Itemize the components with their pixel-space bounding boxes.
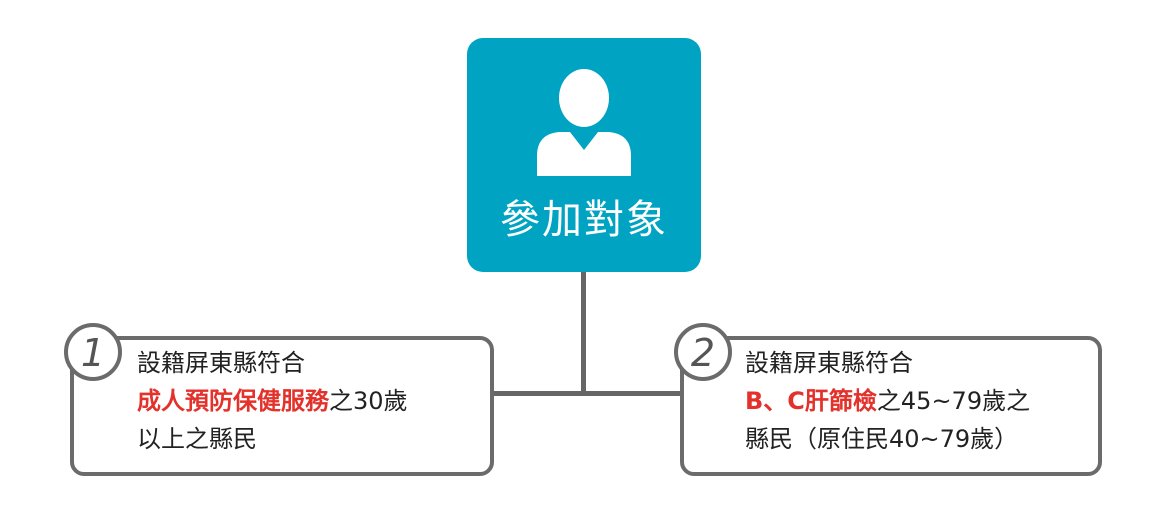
criteria-1-line-3: 以上之縣民 <box>137 425 257 453</box>
criteria-box-2 <box>680 336 1102 476</box>
header-card: 參加對象 <box>467 38 701 272</box>
criteria-2-line-2-rest: 之45~79歲之 <box>876 387 1031 415</box>
criteria-box-1 <box>70 336 494 476</box>
connector-horizontal <box>490 391 684 396</box>
person-icon <box>537 69 631 176</box>
criteria-1-line-2: 成人預防保健服務之30歲 <box>137 382 408 420</box>
criteria-text-2: 設籍屏東縣符合 B、C肝篩檢之45~79歲之 縣民（原住民40~79歲） <box>745 344 1030 458</box>
criteria-2-line-3: 縣民（原住民40~79歲） <box>745 425 1019 453</box>
criteria-2-highlight: B、C肝篩檢 <box>745 387 877 415</box>
number-badge-2: 2 <box>674 323 732 381</box>
criteria-1-line-2-rest: 之30歲 <box>329 387 408 415</box>
criteria-2-line-1: 設籍屏東縣符合 <box>745 349 913 377</box>
criteria-1-line-1: 設籍屏東縣符合 <box>137 349 305 377</box>
criteria-2-line-2: B、C肝篩檢之45~79歲之 <box>745 382 1030 420</box>
criteria-text-1: 設籍屏東縣符合 成人預防保健服務之30歲 以上之縣民 <box>137 344 408 458</box>
number-badge-1: 1 <box>64 323 122 381</box>
header-title: 參加對象 <box>500 197 668 243</box>
criteria-1-highlight: 成人預防保健服務 <box>137 387 329 415</box>
connector-vertical <box>581 272 586 396</box>
